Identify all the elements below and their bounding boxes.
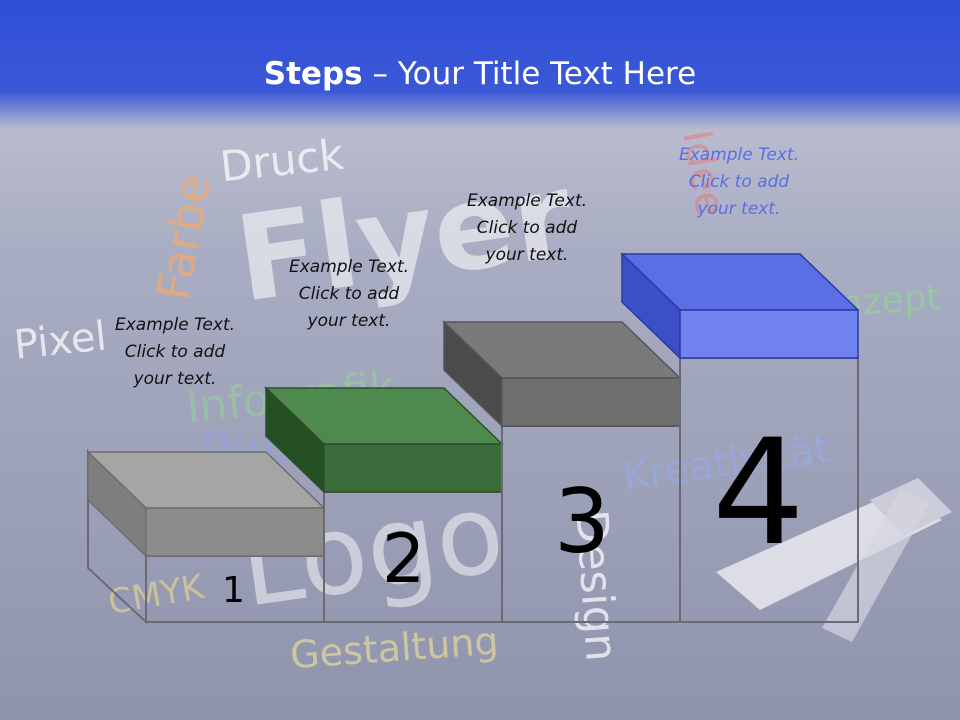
title-rest: – Your Title Text Here bbox=[362, 56, 697, 92]
step-1-number: 1 bbox=[222, 570, 245, 611]
step-4-line-1: Example Text. bbox=[678, 145, 800, 165]
step-4-block bbox=[620, 252, 860, 623]
step-1-text[interactable]: Example Text. Click to add your text. bbox=[100, 312, 250, 393]
title-bar bbox=[0, 0, 960, 130]
step-4-text[interactable]: Example Text. Click to add your text. bbox=[664, 142, 814, 223]
step-1-line-1: Example Text. bbox=[114, 315, 236, 335]
step-2-line-3: your text. bbox=[307, 311, 391, 331]
step-3-text[interactable]: Example Text. Click to add your text. bbox=[452, 188, 602, 269]
step-2-line-2: Click to add bbox=[298, 284, 400, 304]
step-3-number: 3 bbox=[554, 470, 610, 573]
step-2-text[interactable]: Example Text. Click to add your text. bbox=[274, 254, 424, 335]
slide-title[interactable]: Steps – Your Title Text Here bbox=[0, 56, 960, 92]
step-1-line-3: your text. bbox=[133, 369, 217, 389]
step-2-number: 2 bbox=[382, 520, 426, 599]
step-3-line-3: your text. bbox=[485, 245, 569, 265]
step-3-line-1: Example Text. bbox=[466, 191, 588, 211]
step-4-line-2: Click to add bbox=[688, 172, 790, 192]
step-4-number: 4 bbox=[712, 408, 805, 578]
title-bold: Steps bbox=[263, 56, 363, 92]
step-1-line-2: Click to add bbox=[124, 342, 226, 362]
chalk-stick-icon bbox=[716, 478, 952, 642]
step-2-line-1: Example Text. bbox=[288, 257, 410, 277]
step-3-line-2: Click to add bbox=[476, 218, 578, 238]
step-4-line-3: your text. bbox=[697, 199, 781, 219]
step-1-block bbox=[86, 448, 326, 625]
